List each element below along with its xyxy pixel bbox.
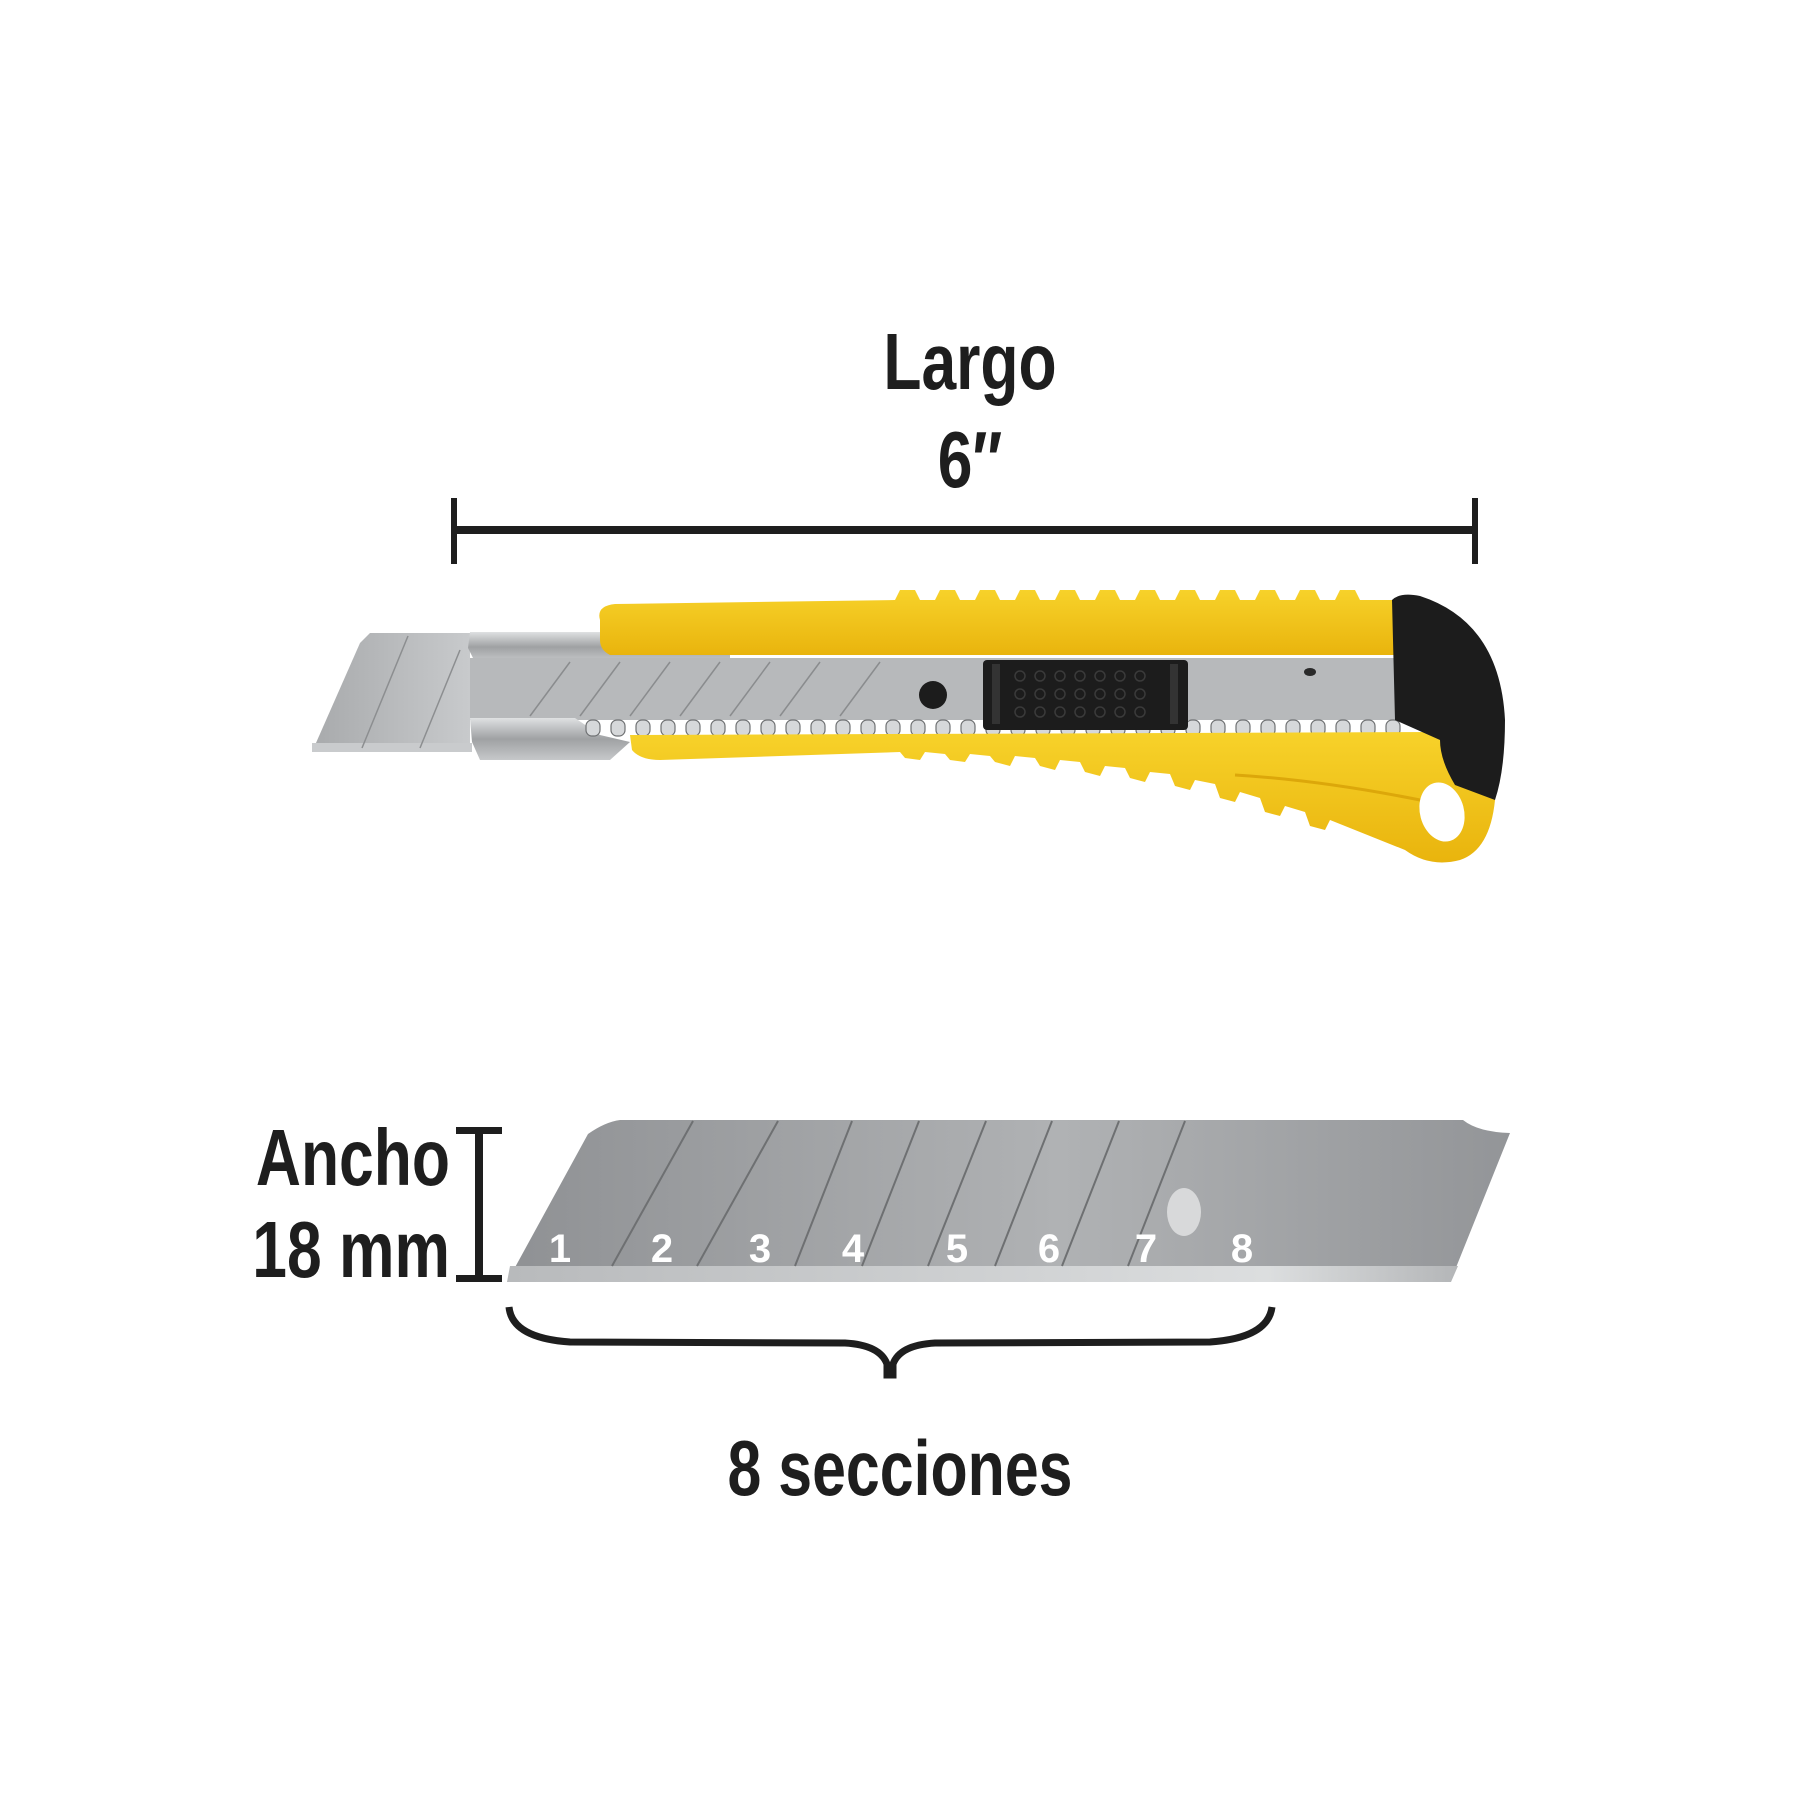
knife-blade (312, 633, 472, 752)
section-number: 7 (1135, 1227, 1157, 1271)
section-number: 4 (842, 1227, 865, 1271)
snap-off-blade-diagram: 1 2 3 4 5 6 7 8 (507, 1120, 1510, 1282)
handle-bottom (630, 732, 1495, 863)
blade-hole-icon (1167, 1188, 1201, 1236)
handle-top (599, 590, 1395, 655)
width-title: Ancho (255, 1113, 450, 1202)
slider-lock-button (983, 660, 1188, 730)
section-number: 5 (946, 1227, 968, 1271)
sections-brace-icon (505, 1306, 1276, 1379)
length-title: Largo (883, 317, 1057, 406)
width-value: 18 mm (252, 1205, 450, 1294)
section-number: 2 (651, 1227, 673, 1271)
width-dimension-marker (456, 1127, 502, 1282)
section-number: 3 (749, 1227, 771, 1271)
sections-label: 8 secciones (727, 1424, 1073, 1512)
length-value: 6″ (937, 415, 1003, 504)
finger-loop (1419, 782, 1465, 842)
section-number: 8 (1231, 1227, 1253, 1271)
steel-blade-channel (468, 632, 1420, 760)
section-number: 1 (549, 1227, 571, 1271)
length-dimension-line (451, 498, 1478, 564)
utility-knife-illustration (312, 590, 1505, 863)
handle-end-cap (1392, 594, 1505, 800)
section-number: 6 (1038, 1227, 1060, 1271)
pivot-rivet-icon (919, 681, 947, 709)
